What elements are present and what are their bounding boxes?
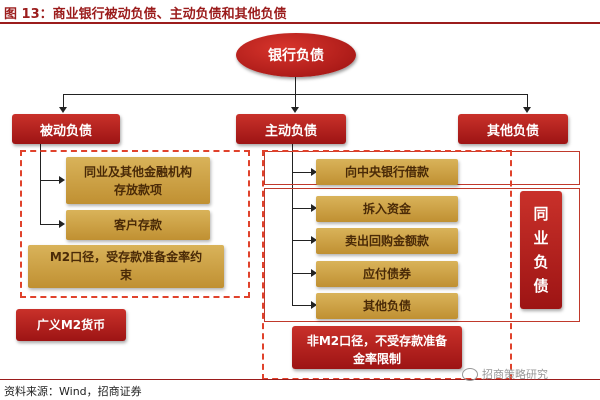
arrow-down-active — [291, 107, 299, 113]
arrow-right-icon — [59, 220, 65, 228]
active-branch-2 — [292, 208, 312, 209]
passive-tree-trunk — [40, 144, 41, 225]
wechat-icon — [462, 367, 478, 381]
interbank-outline — [264, 188, 580, 322]
node-broad-m2-money: 广义M2货币 — [16, 309, 126, 341]
active-branch-1 — [292, 172, 312, 173]
active-branch-5 — [292, 305, 312, 306]
node-interbank-deposits: 同业及其他金融机构存放款项 — [66, 157, 210, 204]
connector-other — [527, 94, 528, 108]
passive-branch-2 — [40, 224, 60, 225]
connector-passive — [63, 94, 64, 108]
figure-title: 图 13：商业银行被动负债、主动负债和其他负债 — [4, 7, 287, 22]
watermark-text: 招商策略研究 — [482, 368, 548, 381]
title-rule — [0, 22, 600, 24]
node-interbank-liabilities: 同业负债 — [520, 191, 562, 309]
arrow-right-icon — [311, 301, 317, 309]
passive-dashed-group — [20, 150, 250, 298]
source-note: 资料来源：Wind，招商证券 — [4, 385, 142, 398]
root-node-bank-liabilities: 银行负债 — [236, 33, 356, 77]
node-other-liabilities: 其他负债 — [316, 293, 458, 319]
node-repo-sold: 卖出回购金额款 — [316, 228, 458, 254]
category-passive-liabilities: 被动负债 — [12, 114, 120, 144]
passive-branch-1 — [40, 180, 60, 181]
arrow-right-icon — [311, 168, 317, 176]
connector-active — [295, 94, 296, 108]
active-tree-trunk — [292, 144, 293, 306]
bottom-rule — [0, 379, 600, 380]
active-branch-3 — [292, 240, 312, 241]
node-bonds-payable: 应付债券 — [316, 261, 458, 287]
node-customer-deposits: 客户存款 — [66, 210, 210, 240]
arrow-right-icon — [311, 236, 317, 244]
node-non-m2-note: 非M2口径，不受存款准备金率限制 — [292, 326, 462, 369]
node-central-bank-borrowing: 向中央银行借款 — [316, 159, 458, 185]
root-connector — [295, 77, 296, 94]
category-other-liabilities: 其他负债 — [458, 114, 568, 144]
arrow-right-icon — [311, 269, 317, 277]
arrow-down-passive — [59, 107, 67, 113]
watermark: 招商策略研究 — [462, 366, 548, 382]
active-branch-4 — [292, 273, 312, 274]
arrow-down-other — [523, 107, 531, 113]
node-m2-reserve-note: M2口径，受存款准备金率约束 — [28, 245, 224, 288]
arrow-right-icon — [59, 176, 65, 184]
node-interbank-borrowing: 拆入资金 — [316, 196, 458, 222]
category-active-liabilities: 主动负债 — [236, 114, 346, 144]
arrow-right-icon — [311, 204, 317, 212]
